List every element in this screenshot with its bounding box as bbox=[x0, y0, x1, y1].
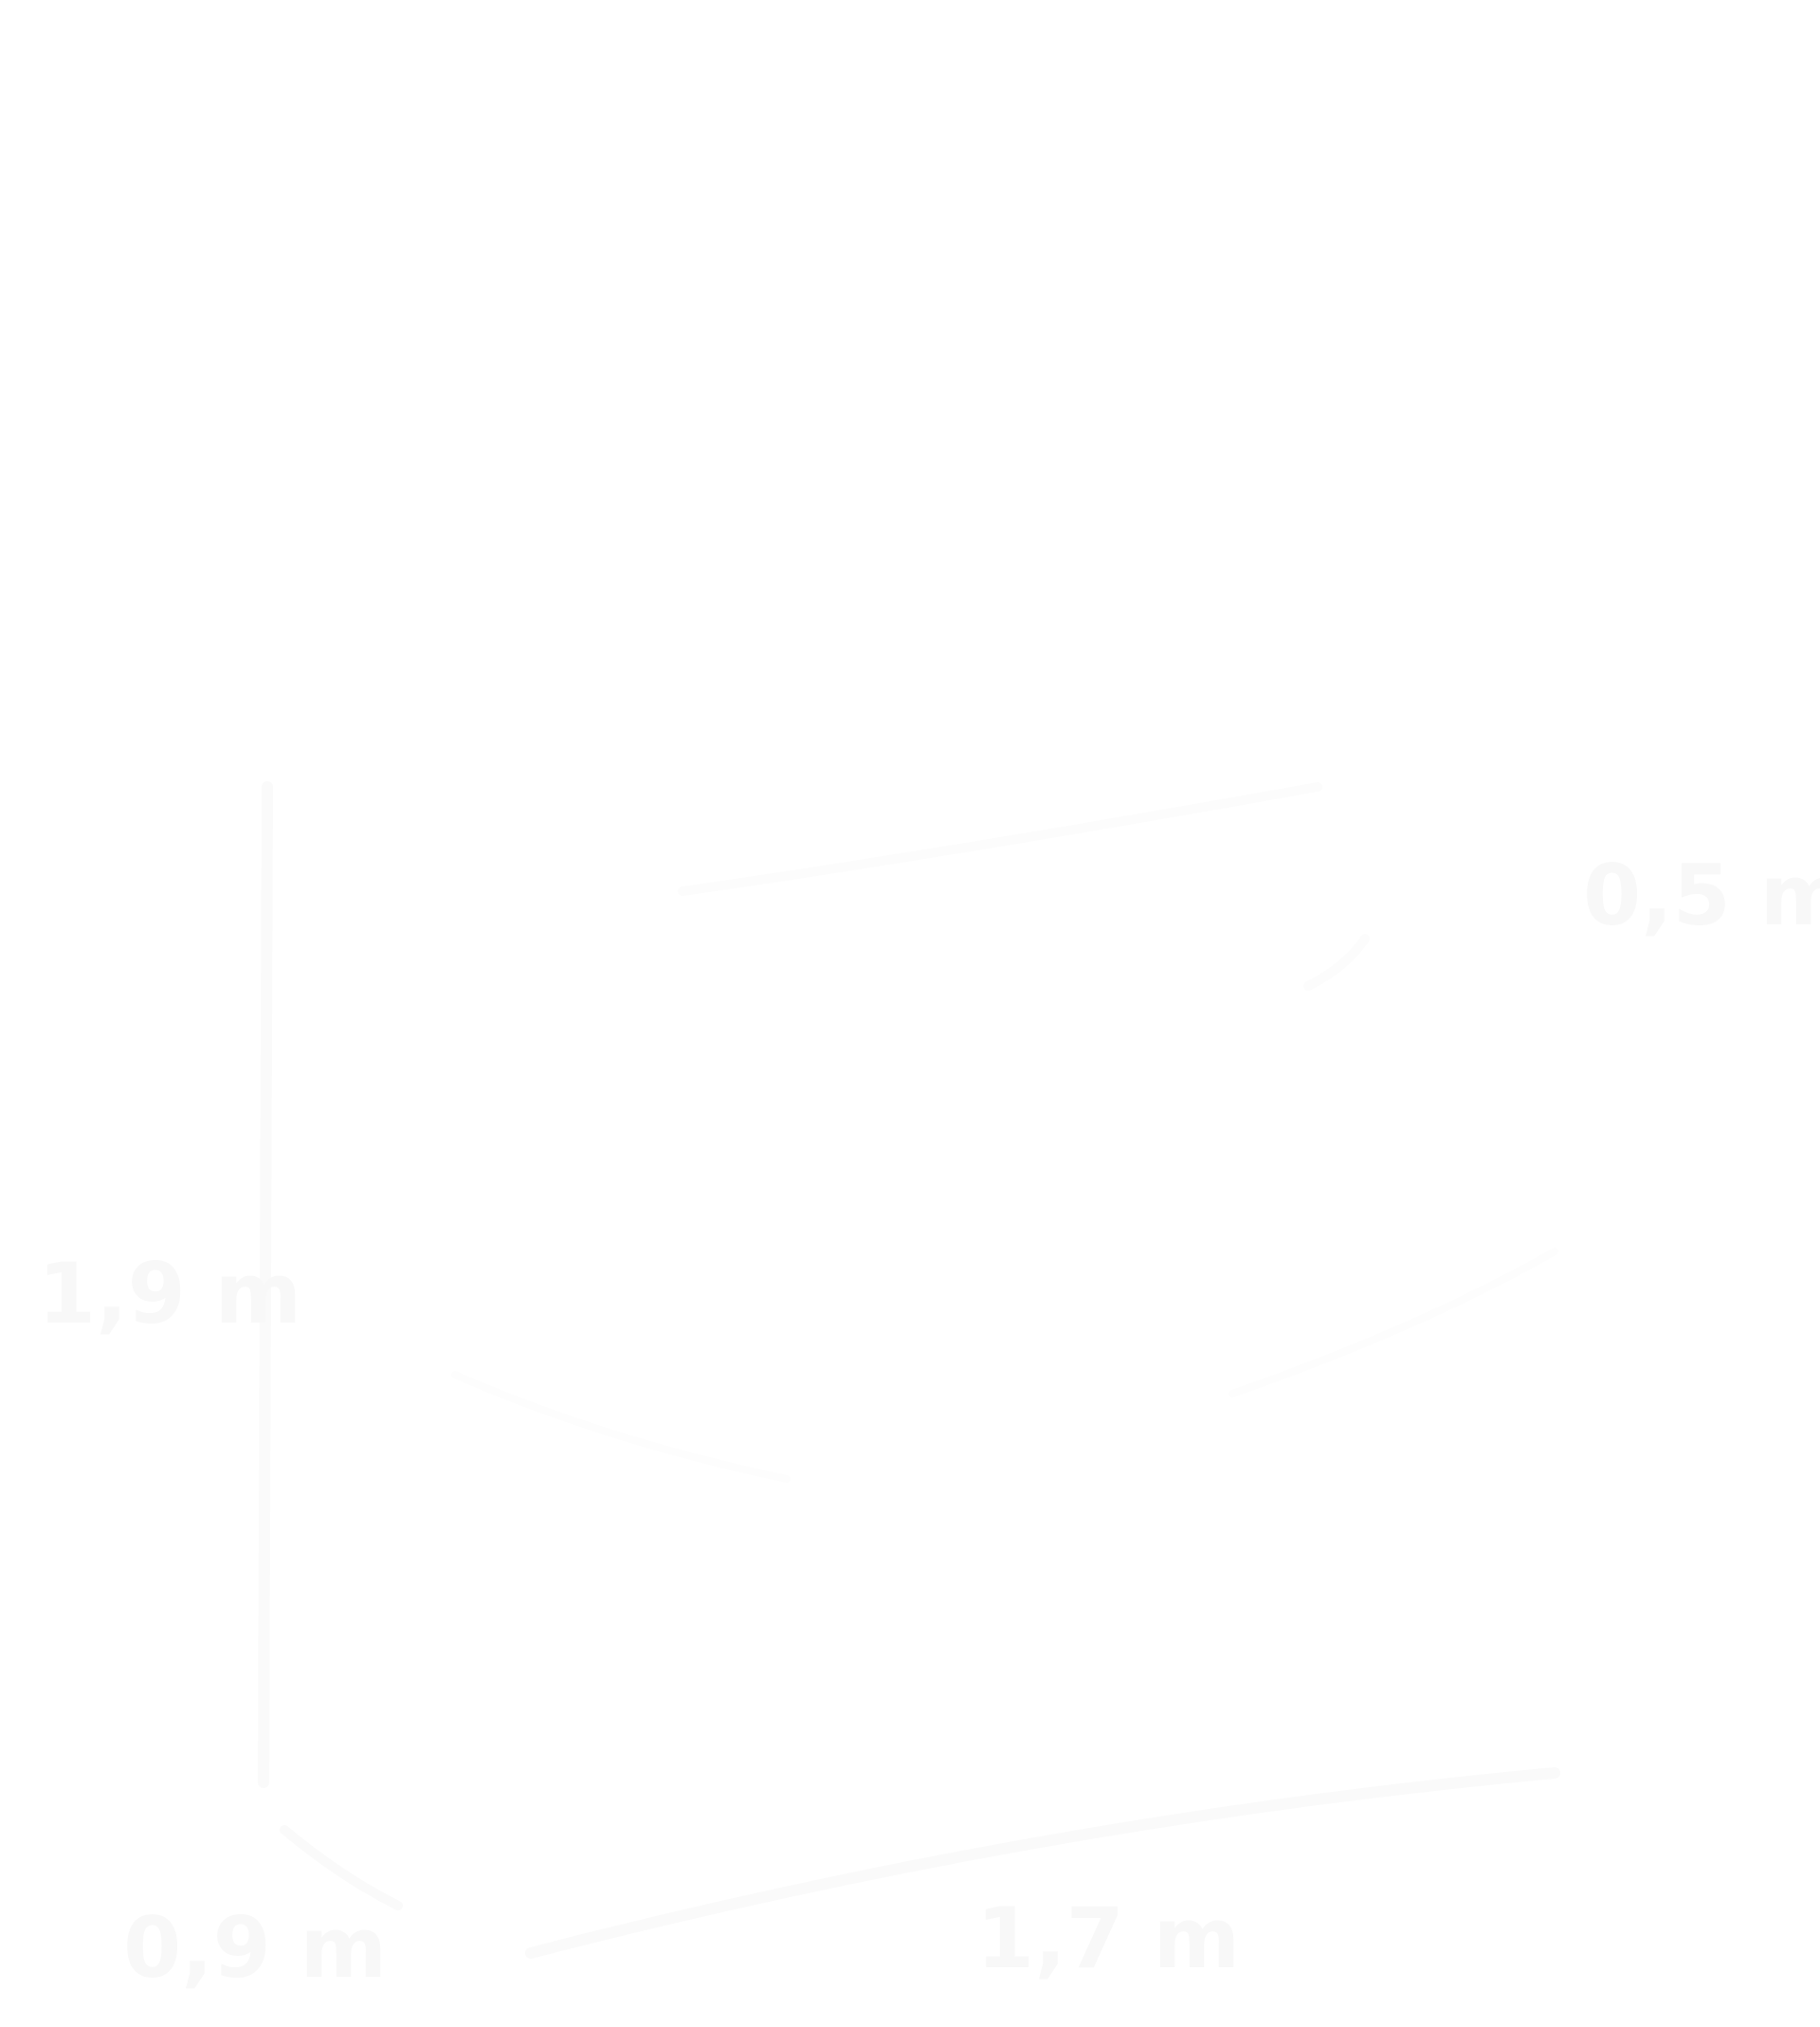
depth-label: 0,9 m bbox=[123, 1899, 387, 1997]
depth-dimension-line bbox=[280, 1825, 403, 1910]
object-outline-mid bbox=[1303, 934, 1370, 991]
height-label: 1,9 m bbox=[38, 1245, 301, 1342]
object-outline-right bbox=[1228, 1248, 1558, 1397]
side-dim-label: 0,5 m bbox=[1583, 847, 1820, 944]
object-outline-top bbox=[678, 782, 1322, 896]
width-label: 1,7 m bbox=[976, 1890, 1240, 1987]
height-dimension-line bbox=[258, 781, 273, 1788]
width-dimension-line bbox=[525, 1767, 1560, 1959]
object-outline-side bbox=[451, 1371, 791, 1483]
